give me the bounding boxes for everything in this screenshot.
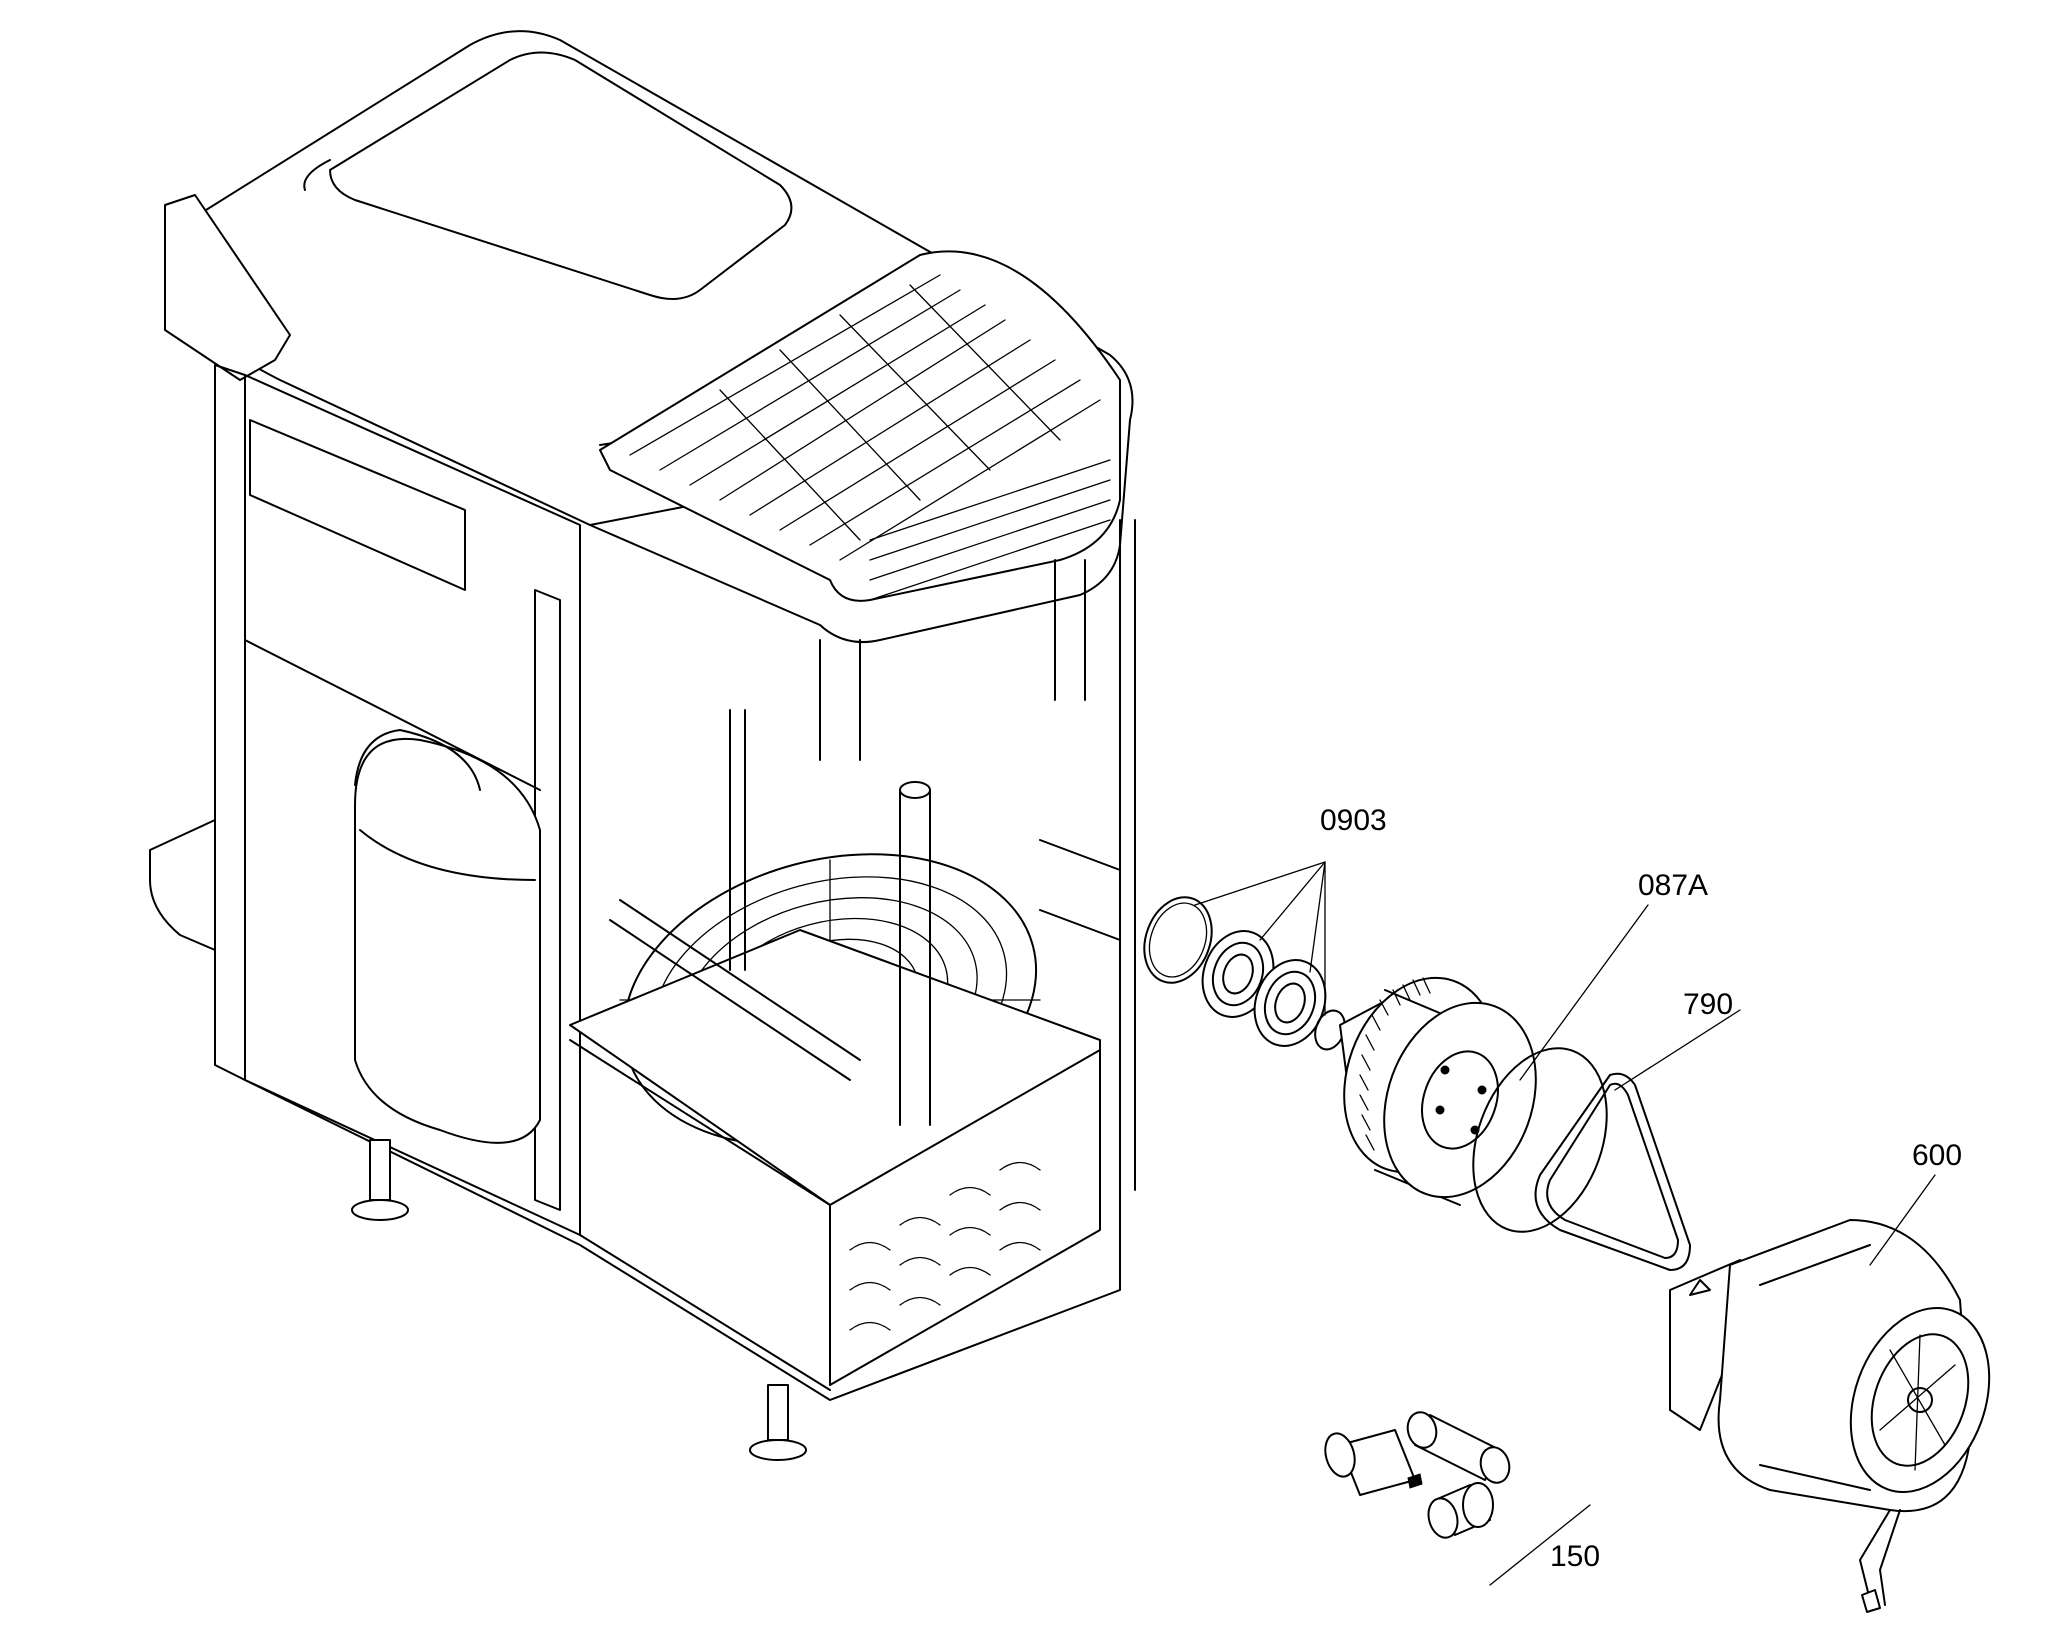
capacitor-3 <box>1427 1482 1494 1539</box>
machine-assembly <box>149 30 1136 1461</box>
callout-600: 600 <box>1912 1139 1962 1172</box>
pulley-087A <box>1339 904 1649 1206</box>
bearing-2 <box>1253 959 1327 1047</box>
capacitor-1 <box>1324 1429 1423 1496</box>
drive-belt <box>1534 1072 1691 1271</box>
belt-790 <box>1472 1009 1741 1271</box>
callout-0903: 0903 <box>1320 804 1387 837</box>
o-ring <box>1143 896 1213 984</box>
callout-790: 790 <box>1683 988 1733 1021</box>
callout-087A: 087A <box>1638 869 1708 902</box>
callout-150: 150 <box>1550 1540 1600 1573</box>
machine-frame <box>214 364 246 1081</box>
capacitors-150 <box>1324 1411 1591 1586</box>
motor-leads <box>1859 1509 1901 1606</box>
compressor <box>354 729 541 1144</box>
capacitor-2 <box>1406 1411 1511 1484</box>
machine-feet <box>351 1139 807 1461</box>
refrigerant-pipes <box>609 519 1136 1191</box>
condenser <box>569 929 1101 1386</box>
motor-600 <box>1669 1174 1991 1613</box>
bearing-set-0903 <box>1143 861 1346 1051</box>
pulley-body <box>1383 1001 1537 1199</box>
vent-grille <box>599 250 1121 602</box>
